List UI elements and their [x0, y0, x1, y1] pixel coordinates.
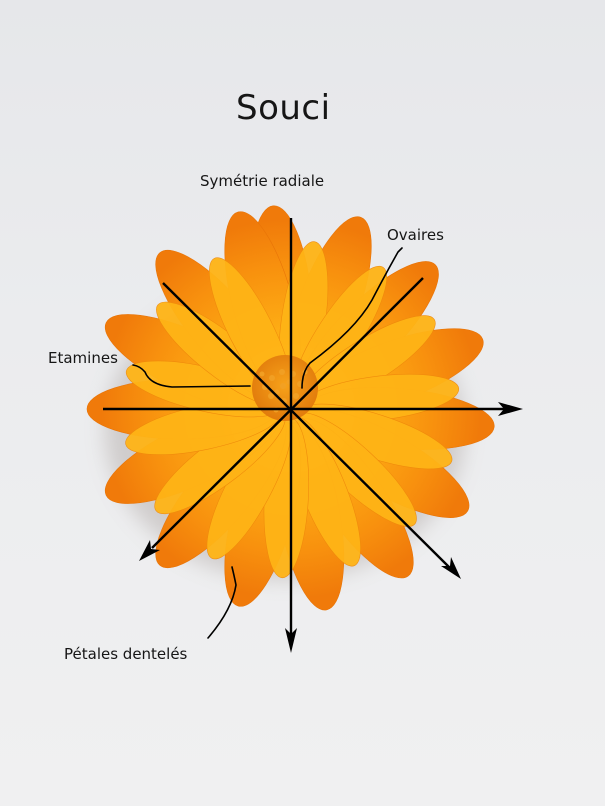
arrow-southwest-icon [139, 540, 160, 561]
arrow-down-icon [285, 628, 297, 653]
label-petales-denteles: Pétales dentelés [64, 645, 188, 663]
subtitle-symmetry: Symétrie radiale [200, 172, 325, 190]
leader-etamines [132, 364, 251, 388]
arrow-right-icon [498, 402, 523, 416]
page-title: Souci [236, 88, 331, 128]
axis-diagonal-ne-sw [151, 277, 424, 549]
leader-petales [207, 566, 237, 639]
leader-ovaires [301, 247, 403, 389]
label-etamines: Etamines [48, 349, 118, 367]
arrow-southeast-icon [441, 557, 461, 579]
flower-center [252, 355, 318, 421]
leader-lines [132, 247, 403, 639]
axis-diagonal-nw-se [162, 282, 451, 569]
label-ovaires: Ovaires [387, 226, 444, 244]
symmetry-axes [103, 218, 506, 636]
arrowheads [139, 402, 523, 653]
